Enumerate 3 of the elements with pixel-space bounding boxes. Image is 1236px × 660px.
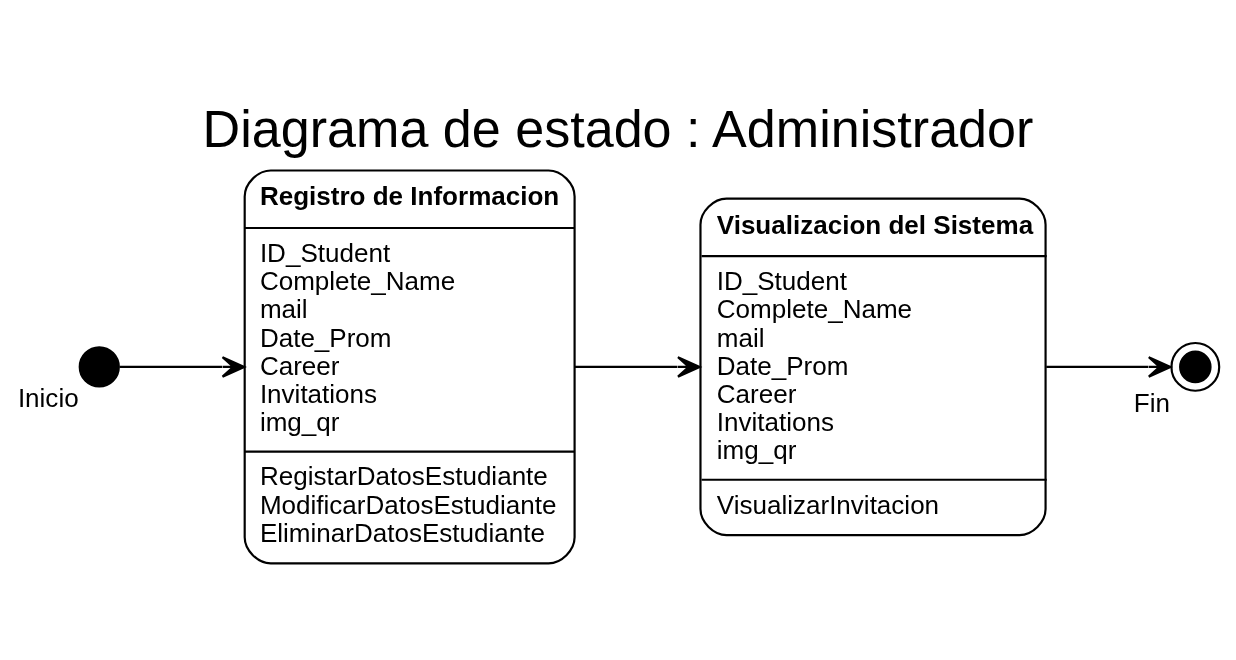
node-label: Inicio (17, 383, 79, 414)
node-label: Fin (1133, 387, 1171, 418)
diagram-title: Diagrama de estado : Administrador (202, 100, 1034, 159)
